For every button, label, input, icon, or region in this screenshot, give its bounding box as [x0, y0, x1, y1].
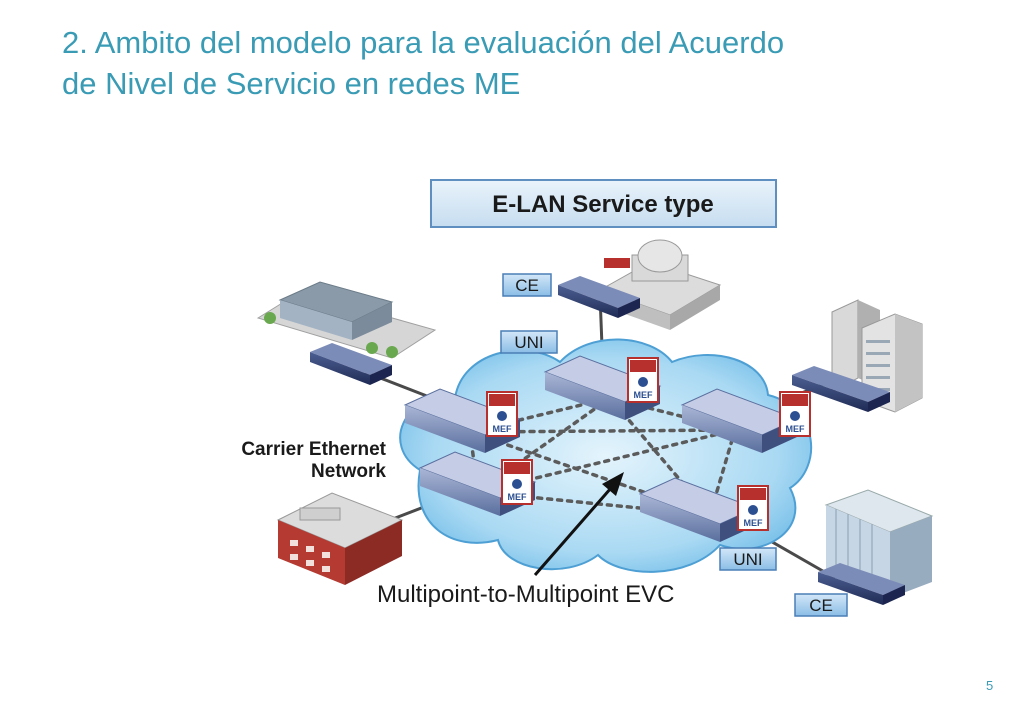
ce-device-right: [792, 366, 890, 412]
network-label-line-2: Network: [311, 461, 386, 482]
evc-arrow: [533, 472, 624, 576]
mef-badge-text: MEF: [786, 424, 806, 434]
mef-badge-text: MEF: [508, 492, 528, 502]
uni-tag-top-label: UNI: [514, 333, 543, 352]
mef-badge-bottom-left: MEF: [501, 459, 533, 505]
uni-tag-top: UNI: [500, 330, 558, 354]
service-type-label: E-LAN Service type: [492, 191, 713, 218]
service-type-box: E-LAN Service type: [430, 179, 777, 228]
title-line-2: de Nivel de Servicio en redes ME: [62, 66, 521, 101]
title-line-1: 2. Ambito del modelo para la evaluación …: [62, 25, 785, 60]
uni-tag-bottom-label: UNI: [733, 550, 762, 569]
ce-tag-top: CE: [502, 273, 552, 297]
ce-device-left: [310, 343, 392, 385]
mef-badge-right: MEF: [779, 391, 811, 437]
mef-badge-text: MEF: [634, 390, 654, 400]
ce-tag-top-label: CE: [515, 276, 539, 295]
ce-device-bottom: [818, 563, 905, 605]
slide-title: 2. Ambito del modelo para la evaluación …: [62, 22, 962, 104]
mef-badge-text: MEF: [493, 424, 513, 434]
building-factory-icon: [276, 492, 404, 585]
mef-badge-top: MEF: [627, 357, 659, 403]
mef-badge-text: MEF: [744, 518, 764, 528]
building-towers-icon: [831, 299, 923, 413]
uni-tag-bottom: UNI: [719, 547, 777, 571]
ce-device-top: [558, 276, 640, 318]
evc-label: Multipoint-to-Multipoint EVC: [377, 581, 674, 608]
ce-tag-bottom: CE: [794, 593, 848, 617]
mef-badge-left: MEF: [486, 391, 518, 437]
building-office-left-icon: [256, 281, 437, 359]
mef-badge-bottom-right: MEF: [737, 485, 769, 531]
network-label-line-1: Carrier Ethernet: [241, 439, 386, 460]
ce-tag-bottom-label: CE: [809, 596, 833, 615]
page-number: 5: [986, 678, 994, 693]
